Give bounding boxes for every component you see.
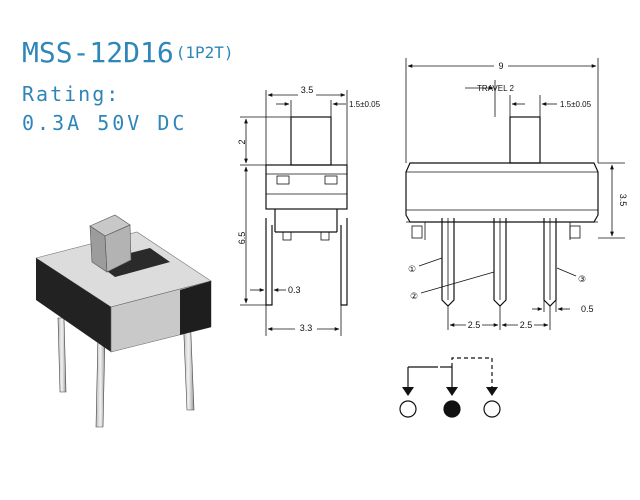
- dim-pin-pitch-right: 2.5: [520, 320, 533, 330]
- side-view-drawing: 3.5 1.5±0.05 2 6.5 0.3 3.3: [237, 85, 381, 336]
- dim-top-width: 3.5: [301, 85, 314, 95]
- rating-value: 0.3A 50V DC: [22, 111, 188, 135]
- dim-pin-width: 0.5: [581, 304, 594, 314]
- dim-body-pin-height: 6.5: [237, 232, 247, 245]
- dim-actuator-width-side: 1.5±0.05: [349, 100, 381, 109]
- switch-3d-illustration: [35, 214, 212, 428]
- dim-actuator-width-front: 1.5±0.05: [560, 100, 592, 109]
- body-end-cap: [180, 281, 211, 335]
- pin-label-1: ③: [578, 274, 586, 284]
- pin-label-2: ②: [410, 291, 418, 301]
- pole-config: (1P2T): [175, 43, 234, 62]
- pin-3d-middle: [95, 333, 106, 428]
- dim-pin-pitch-left: 2.5: [468, 320, 481, 330]
- dim-total-length: 9: [498, 61, 503, 71]
- actuator-slot: [95, 248, 170, 277]
- contact-open-left: [399, 400, 417, 418]
- contact-open-right: [483, 400, 501, 418]
- pin-3d-left: [57, 317, 67, 393]
- dim-body-height: 3.5: [618, 194, 628, 207]
- dim-pin-spacing: 3.3: [300, 323, 313, 333]
- dim-actuator-height: 2: [237, 139, 247, 144]
- model-number: MSS-12D16: [22, 36, 174, 69]
- model-title: MSS-12D16(1P2T): [22, 36, 234, 69]
- body-front-face: [36, 258, 111, 352]
- pin-label-3: ①: [408, 264, 416, 274]
- dim-pin-thickness: 0.3: [288, 285, 301, 295]
- front-view-drawing: 9 TRAVEL 2 1.5±0.05 3.5 2.5 2.5 0.5 ① ② …: [405, 58, 628, 330]
- contact-common: [443, 400, 461, 418]
- actuator-side: [104, 224, 132, 273]
- rating-label: Rating:: [22, 82, 121, 106]
- switch-schematic: [399, 357, 501, 418]
- dim-travel: TRAVEL 2: [477, 84, 514, 93]
